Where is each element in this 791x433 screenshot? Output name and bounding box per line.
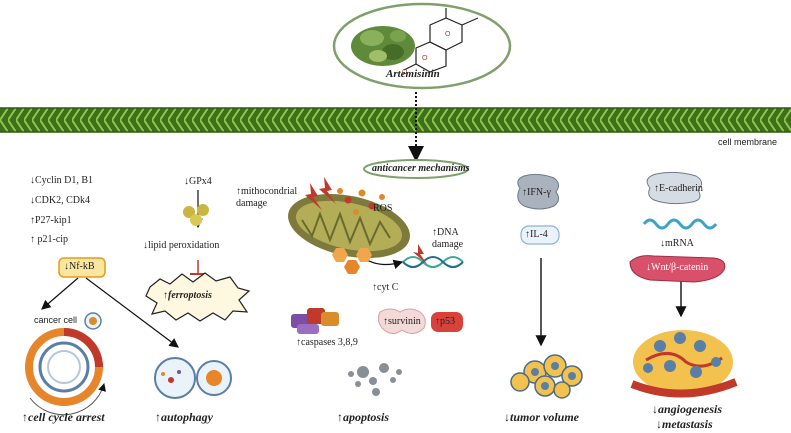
caspases-icon — [291, 308, 339, 334]
herb-illustration-icon — [351, 26, 415, 66]
gpx4-icon — [183, 204, 209, 226]
nfkb-label: ↓Nf-kB — [64, 261, 95, 272]
cell-cycle-outcome: ↑cell cycle arrest — [22, 410, 105, 424]
survinin-label: ↑survinin — [383, 316, 421, 327]
angiogenesis-outcome: ↓angiogenesis — [652, 402, 723, 416]
lipid-label: ↓lipid peroxidation — [143, 240, 220, 251]
autophagy-outcome: ↑autophagy — [155, 410, 214, 424]
gpx4-label: ↓GPx4 — [184, 176, 212, 187]
title-artemisinin: Artemisinin — [386, 68, 440, 80]
metastasis-outcome: ↓metastasis — [656, 417, 713, 431]
nfkb-box — [58, 257, 106, 278]
mrna-icon — [642, 218, 718, 230]
ferroptosis-starburst — [145, 272, 251, 322]
marker-p21: ↑ p21-cip — [30, 234, 69, 245]
metastasis-mass-icon — [630, 330, 738, 398]
dna-helix-icon — [402, 244, 464, 268]
hub-label: anticancer mechanisms — [372, 163, 470, 174]
svg-text:O: O — [422, 55, 428, 62]
ifn-shape — [517, 173, 560, 210]
svg-text:O: O — [402, 69, 408, 76]
autophagosome-icon — [154, 357, 232, 399]
mito-damage-label: ↑mithocondrial damage — [236, 186, 298, 209]
mrna-label: ↓mRNA — [660, 238, 694, 249]
cancer-cell-label: cancer cell — [34, 315, 78, 325]
apoptotic-bodies-icon — [348, 363, 402, 396]
marker-p27: ↑P27-kip1 — [30, 215, 72, 226]
nfkb-to-autophagy-arrow — [85, 277, 179, 348]
molecule-structure-icon — [403, 8, 479, 73]
cell-membrane — [0, 108, 791, 132]
il4-label: ↑IL-4 — [525, 229, 548, 240]
cytc-label: ↑cyt C — [372, 282, 399, 293]
membrane-label: cell membrane — [718, 137, 778, 147]
marker-cyclin: ↓Cyclin D1, B1 — [30, 175, 94, 186]
ecad-shape — [646, 171, 702, 205]
survinin-shape — [377, 308, 426, 334]
wnt-shape — [629, 255, 726, 283]
hub-ellipse — [363, 159, 469, 179]
svg-text:O: O — [445, 31, 451, 38]
p53-label: ↑p53 — [435, 316, 455, 327]
apoptosis-outcome: ↑apoptosis — [337, 410, 390, 424]
ecad-label: ↑E-cadherin — [654, 183, 703, 194]
cytc-icon — [332, 248, 372, 274]
tumor-cells-icon — [510, 354, 583, 399]
ferroptosis-label: ↑ferroptosis — [163, 290, 212, 301]
ros-label: ROS — [373, 203, 393, 214]
dna-damage-label: ↑DNA damage — [432, 227, 464, 250]
wnt-label: ↓Wnt/β-catenin — [646, 262, 709, 273]
cell-cycle-ring-icon — [25, 328, 106, 416]
caspases-label: ↑caspases 3,8,9 — [296, 337, 358, 348]
il4-shape — [520, 225, 560, 245]
p53-shape — [431, 312, 463, 332]
cancer-cell-icon — [84, 312, 102, 330]
tumor-outcome: ↓tumor volume — [504, 410, 580, 424]
mitochondrion-icon — [288, 177, 410, 259]
ifn-label: ↑IFN-γ — [522, 187, 551, 198]
nfkb-to-cell-arrow — [41, 277, 79, 310]
marker-cdk: ↓CDK2, CDk4 — [30, 195, 91, 206]
